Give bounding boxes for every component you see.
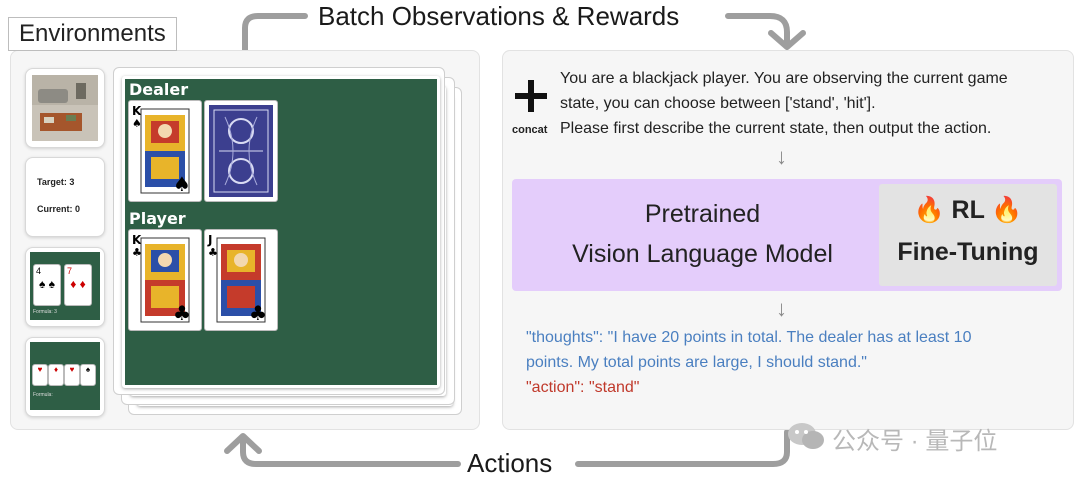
finetuning-line: Fine-Tuning — [897, 238, 1039, 266]
bottom-arrow-head — [224, 433, 262, 454]
dealer-card-king-spades: K ♠ ♠ — [128, 100, 202, 202]
svg-text:♣: ♣ — [208, 246, 218, 259]
thoughts-line-2: points. My total points are large, I sho… — [526, 354, 867, 371]
actions-label: Actions — [467, 448, 553, 478]
env-thumb-cards-b[interactable]: ♥ ♦ ♥ ♠ Formula: — [25, 337, 105, 417]
action-output-line: "action": "stand" — [526, 379, 640, 396]
svg-text:♠: ♠ — [173, 172, 191, 196]
vlm-line-2: Vision Language Model — [572, 240, 833, 268]
watermark-text: 公众号 · 量子位 — [832, 428, 998, 455]
svg-text:K: K — [132, 104, 142, 118]
svg-text:K: K — [132, 233, 142, 247]
svg-text:♣: ♣ — [132, 246, 142, 259]
svg-text:J: J — [207, 233, 212, 247]
env-thumb-room[interactable] — [25, 68, 105, 148]
rl-finetuning-box — [879, 184, 1057, 286]
dealer-card-back — [204, 100, 278, 202]
card-four-spades: 4 ♠ ♠ — [33, 264, 61, 306]
prompt-line-3: Please first describe the current state,… — [560, 120, 992, 137]
mini-card-3: ♥ — [64, 364, 80, 386]
player-label: Player — [129, 209, 186, 228]
formula-b-text: Formula: — [33, 392, 53, 398]
bottom-arrow-left-segment — [240, 435, 461, 467]
down-arrow-icon-2: ↓ — [776, 296, 787, 321]
thoughts-line-1: "thoughts": "I have 20 points in total. … — [526, 329, 972, 346]
rl-line: 🔥 RL 🔥 — [913, 196, 1023, 224]
concat-plus-icon — [515, 80, 547, 112]
mini-card-4: ♠ — [80, 364, 96, 386]
concat-label: concat — [512, 124, 548, 136]
top-arrow-head — [768, 30, 806, 50]
mini-card-2: ♦ — [48, 364, 64, 386]
vlm-line-1: Pretrained — [644, 200, 761, 228]
dealer-label: Dealer — [129, 80, 189, 99]
prompt-line-2: state, you can choose between ['stand', … — [560, 95, 876, 112]
svg-text:♣: ♣ — [173, 301, 191, 325]
current-text: Current: 0 — [37, 204, 81, 214]
player-card-king-clubs: K ♣ ♣ — [128, 229, 202, 331]
mini-card-1: ♥ — [32, 364, 48, 386]
room-scene-image — [32, 75, 98, 141]
wechat-icon — [788, 423, 824, 449]
formula-a-text: Formula: 3 — [33, 309, 57, 315]
environments-title: Environments — [8, 17, 177, 51]
env-thumb-counter[interactable]: Target: 3 Current: 0 — [25, 157, 105, 237]
bottom-arrow-right-segment — [575, 429, 790, 467]
card-seven-diamonds: 7 ♦ ♦ — [64, 264, 92, 306]
top-arrow-right-segment — [725, 13, 790, 47]
player-card-jack-clubs: J ♣ ♣ — [204, 229, 278, 331]
svg-text:♠: ♠ — [132, 117, 142, 130]
prompt-line-1: You are a blackjack player. You are obse… — [560, 70, 1008, 87]
top-arrow-left-segment — [242, 13, 308, 53]
target-text: Target: 3 — [37, 177, 75, 187]
env-thumb-cards-a[interactable]: 4 ♠ ♠ 7 ♦ ♦ Formula: 3 — [25, 247, 105, 327]
down-arrow-icon: ↓ — [776, 144, 787, 169]
batch-observations-label: Batch Observations & Rewards — [318, 1, 680, 31]
svg-text:♣: ♣ — [249, 301, 267, 325]
